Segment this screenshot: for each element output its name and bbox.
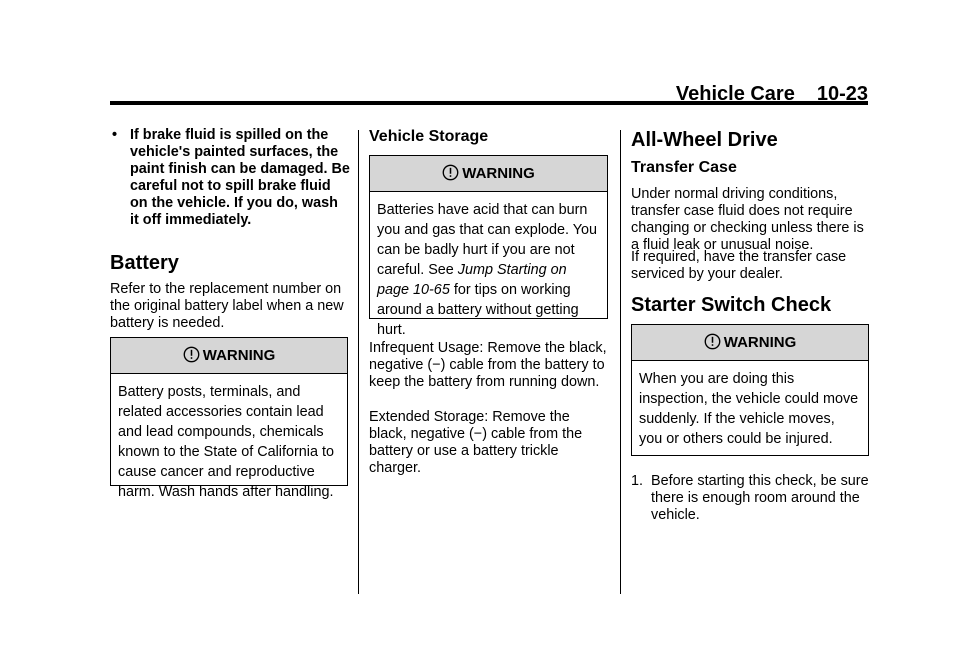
battery-paragraph: Refer to the replacement number on the o… <box>110 281 344 331</box>
warning-box-storage: WARNING Batteries have acid that can bur… <box>369 155 608 338</box>
page-header: Vehicle Care 10-23 <box>676 84 868 104</box>
bullet-icon: • <box>112 127 118 143</box>
warning-label: WARNING <box>462 165 535 182</box>
warning-icon <box>183 346 200 362</box>
warning-text-part: for tips on working around a battery wit… <box>377 282 579 338</box>
bullet-text: If brake fluid is spilled on the vehicle… <box>130 127 350 228</box>
warning-icon <box>704 333 721 349</box>
header-rule <box>110 101 868 105</box>
bullet-list-item: • If brake fluid is spilled on the vehic… <box>110 127 350 229</box>
transfer-case-heading: Transfer Case <box>631 159 737 176</box>
warning-label: WARNING <box>723 334 797 351</box>
transfer-case-service-paragraph: If required, have the transfer case serv… <box>631 249 847 282</box>
all-wheel-drive-heading: All-Wheel Drive <box>631 129 778 151</box>
starter-switch-check-heading: Starter Switch Check <box>631 294 832 316</box>
page-number: 10-23 <box>816 83 868 105</box>
battery-heading: Battery <box>110 252 179 274</box>
step-text: Before starting this check, be sure ther… <box>651 473 869 523</box>
cross-reference-link[interactable]: Jump Starting on page 10-65 <box>377 262 567 298</box>
warning-box-battery: WARNING Battery posts, terminals, and re… <box>110 337 348 500</box>
infrequent-usage-paragraph: Infrequent Usage: Remove the black, nega… <box>369 340 607 390</box>
step-number: 1. <box>631 473 644 489</box>
warning-header: WARNING <box>111 338 347 374</box>
warning-text-part: Batteries have acid that can burn you an… <box>377 202 598 278</box>
section-title: Vehicle Care <box>675 83 795 105</box>
warning-text: When you are doing this inspection, the … <box>639 371 859 447</box>
column-divider <box>620 130 621 594</box>
warning-label: WARNING <box>202 347 276 364</box>
warning-text: Battery posts, terminals, and related ac… <box>118 384 334 500</box>
vehicle-storage-heading: Vehicle Storage <box>369 128 489 145</box>
warning-header: WARNING <box>632 325 868 361</box>
warning-icon <box>442 164 459 180</box>
column-divider <box>358 130 359 594</box>
warning-header: WARNING <box>370 156 607 192</box>
warning-text: Batteries have acid that can burn you an… <box>370 192 607 340</box>
warning-box-starter: WARNING When you are doing this inspecti… <box>631 324 869 456</box>
extended-storage-paragraph: Extended Storage: Remove the black, nega… <box>369 409 583 476</box>
numbered-step: 1. Before starting this check, be sure t… <box>631 473 869 524</box>
transfer-case-paragraph: Under normal driving conditions, transfe… <box>631 186 864 253</box>
